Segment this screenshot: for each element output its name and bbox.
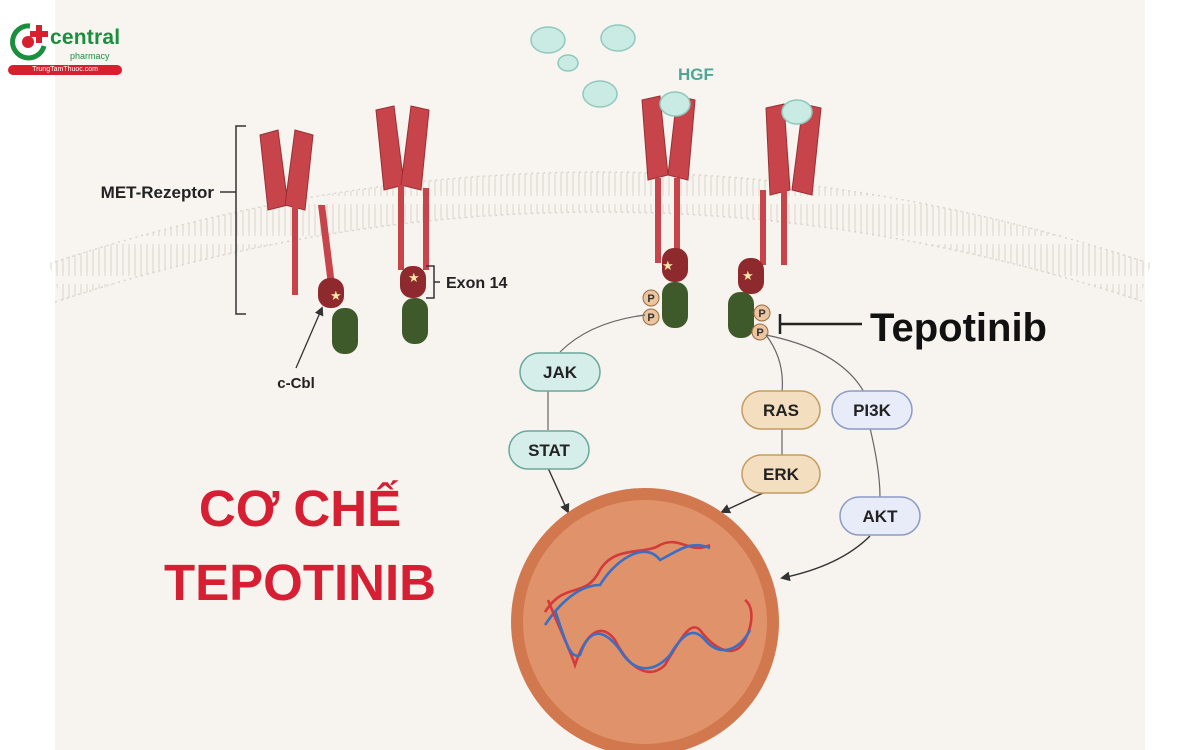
juxtamembrane-domain <box>738 258 764 294</box>
title-line-1: CƠ CHẾ <box>198 480 402 537</box>
met-receptor-2: ★ <box>375 105 430 344</box>
svg-text:AKT: AKT <box>863 507 899 526</box>
svg-text:★: ★ <box>742 268 754 283</box>
ras-node: RAS <box>741 390 821 430</box>
page-title: CƠ CHẾ TEPOTINIB <box>150 472 450 620</box>
brand-name: central <box>50 26 121 49</box>
hgf-ligand <box>600 24 636 52</box>
svg-text:STAT: STAT <box>528 441 570 460</box>
stat-node: STAT <box>508 430 590 470</box>
akt-node: AKT <box>839 496 921 536</box>
hgf-ligand-group <box>530 24 636 108</box>
jak-node: JAK <box>519 352 601 392</box>
svg-text:P: P <box>756 327 763 339</box>
title-line-2: TEPOTINIB <box>163 554 436 611</box>
pathway-arrows <box>547 467 871 582</box>
met-receptor-label: MET-Rezeptor <box>101 183 215 202</box>
receptor-bracket <box>220 125 246 315</box>
svg-text:★: ★ <box>330 288 342 303</box>
hgf-label: HGF <box>678 65 714 84</box>
kinase-domain <box>402 298 428 344</box>
svg-text:PI3K: PI3K <box>853 401 892 420</box>
svg-text:P: P <box>647 293 654 305</box>
juxtamembrane-domain <box>662 248 688 282</box>
svg-text:★: ★ <box>662 258 674 273</box>
svg-text:JAK: JAK <box>543 363 578 382</box>
phospho-group: P <box>642 308 660 326</box>
svg-text:RAS: RAS <box>763 401 799 420</box>
met-receptor-4: ★ <box>728 99 822 338</box>
hgf-ligand <box>530 26 566 54</box>
phospho-group: P <box>753 304 771 322</box>
pathway-connectors <box>547 314 881 498</box>
brand-sub: pharmacy <box>70 51 110 61</box>
kinase-domain <box>332 308 358 354</box>
tepotinib-label: Tepotinib <box>870 306 1047 350</box>
met-receptor-1: ★ <box>259 129 358 354</box>
tepotinib-inhibition-line <box>778 314 862 334</box>
cell-membrane <box>48 171 1152 303</box>
pi3k-node: PI3K <box>831 390 913 430</box>
nucleus <box>511 488 779 750</box>
svg-text:P: P <box>758 308 765 320</box>
hgf-ligand <box>557 54 579 72</box>
phospho-group: P <box>751 323 769 341</box>
dna-helix <box>543 540 753 674</box>
cytoplasm <box>55 210 1145 750</box>
svg-text:★: ★ <box>408 270 420 285</box>
kinase-domain <box>662 282 688 328</box>
svg-text:P: P <box>647 312 654 324</box>
juxtamembrane-domain <box>400 266 426 298</box>
phospho-group: P <box>642 289 660 307</box>
brand-logo: central pharmacy TrungTamThuoc.com <box>6 20 122 80</box>
kinase-domain <box>728 292 754 338</box>
erk-node: ERK <box>741 454 821 494</box>
central-logo-mark <box>10 23 48 61</box>
met-receptor-3: ★ <box>641 91 696 328</box>
brand-url: TrungTamThuoc.com <box>8 65 122 75</box>
hgf-ligand <box>582 80 618 108</box>
ccbl-arrow <box>295 306 324 369</box>
exon-bracket <box>426 265 440 299</box>
juxtamembrane-domain <box>318 278 344 308</box>
svg-text:ERK: ERK <box>763 465 800 484</box>
exon-14-label: Exon 14 <box>446 275 507 292</box>
ccbl-label: c-Cbl <box>277 375 315 392</box>
